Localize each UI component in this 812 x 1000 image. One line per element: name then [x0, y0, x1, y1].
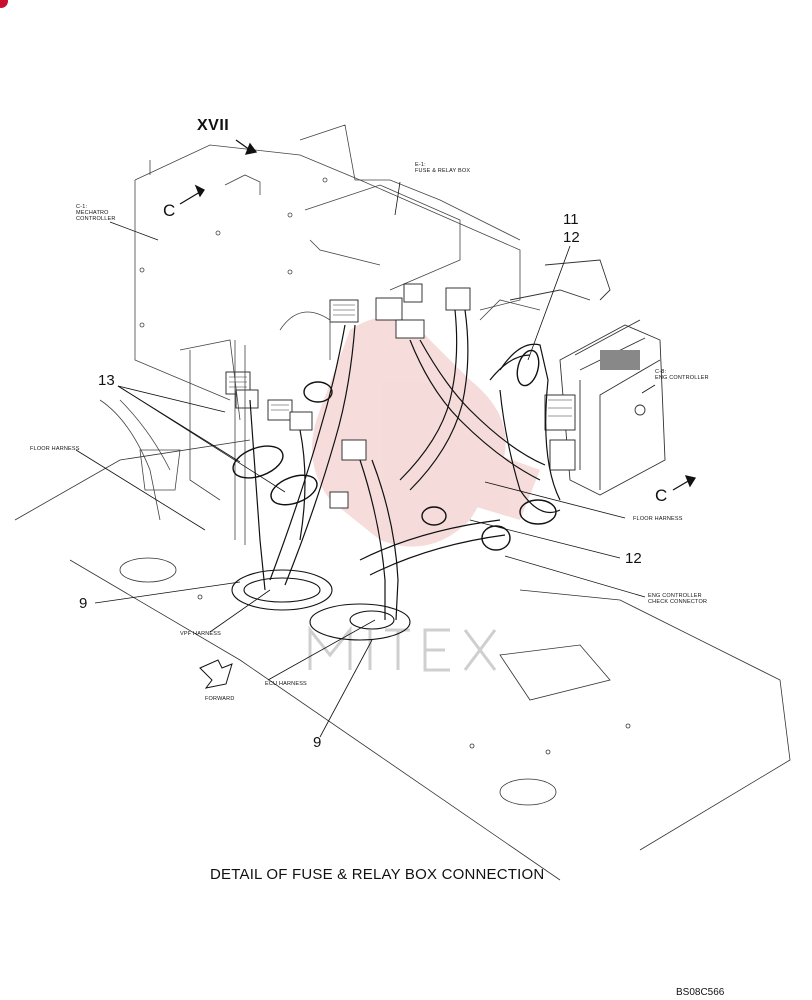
callout-12-right: 12 [625, 550, 642, 567]
diagram-caption: DETAIL OF FUSE & RELAY BOX CONNECTION [210, 866, 545, 883]
forward-label: FORWARD [205, 696, 235, 702]
view-marker-label: XVII [197, 117, 230, 134]
callout-11: 11 [563, 211, 579, 228]
section-arrows [179, 139, 697, 491]
callout-9-left: 9 [79, 595, 88, 612]
vpf-harness-label: VPF HARNESS [180, 631, 222, 637]
watermark-text [308, 625, 497, 672]
fuse-relay-box-label: E-1: FUSE & RELAY BOX [415, 162, 471, 174]
eng-check-connector-label: ENG CONTROLLER CHECK CONNECTOR [648, 593, 708, 605]
harness-bundles [249, 309, 561, 621]
grommets [231, 569, 411, 641]
fuse-relay-box [287, 124, 521, 291]
floor-harness-left-label: FLOOR HARNESS [30, 446, 80, 452]
callout-12-top: 12 [563, 229, 580, 246]
watermark [312, 317, 540, 547]
eng-controller-label: C-8: ENG CONTROLLER [655, 369, 709, 381]
section-c-left-label: C [163, 201, 176, 220]
base-plate [14, 439, 791, 881]
ecu-harness-label: ECU HARNESS [265, 681, 307, 687]
connector-details [229, 304, 572, 417]
leader-lines [75, 181, 656, 738]
mechatro-controller [134, 144, 521, 401]
drawing-code: BS08C566 [676, 987, 725, 998]
callout-9-bottom: 9 [313, 734, 322, 751]
engine-pipes [99, 299, 541, 545]
floor-harness-right-label: FLOOR HARNESS [633, 516, 683, 522]
mechatro-controller-label: C-1: MECHATRO CONTROLLER [76, 204, 116, 222]
callout-13: 13 [98, 372, 115, 389]
engine-controller [509, 259, 666, 496]
clamps [232, 349, 557, 551]
corner-marker [0, 0, 8, 8]
forward-arrow-icon [199, 659, 233, 689]
section-c-right-label: C [655, 486, 668, 505]
